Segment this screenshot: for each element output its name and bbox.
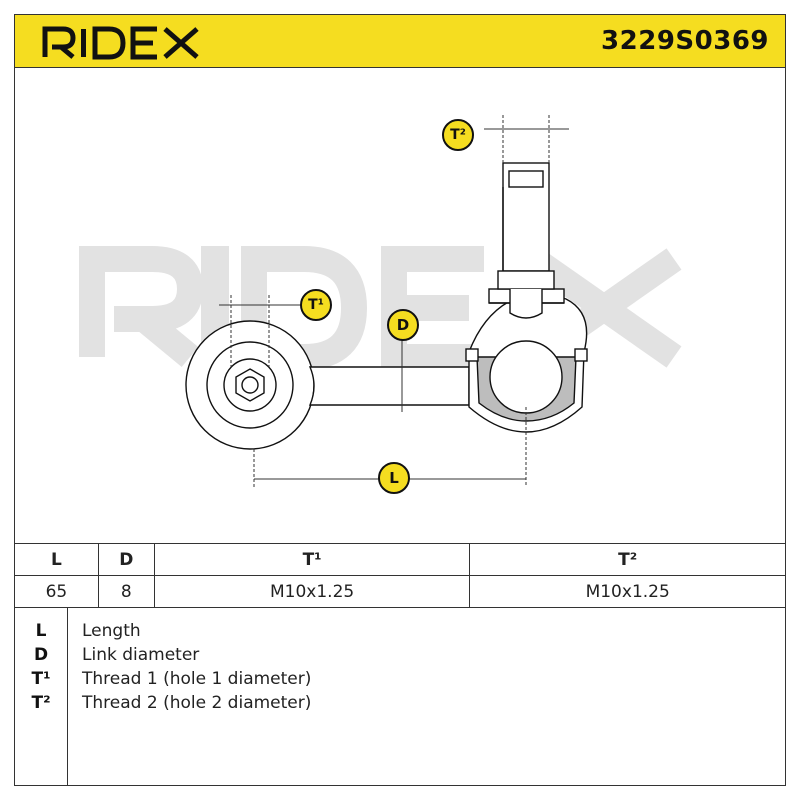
spec-header-row: L D T¹ T² bbox=[14, 543, 786, 576]
spec-value-d: 8 bbox=[97, 575, 155, 608]
legend-desc: Link diameter bbox=[82, 645, 200, 665]
spec-header-t1: T¹ bbox=[153, 543, 471, 576]
badge-t2: T² bbox=[442, 119, 474, 151]
part-number: 3229S0369 bbox=[601, 26, 769, 56]
legend-key: T¹ bbox=[31, 669, 51, 689]
legend-key: T² bbox=[31, 693, 51, 713]
spec-value-row: 65 8 M10x1.25 M10x1.25 bbox=[14, 575, 786, 608]
legend-desc: Length bbox=[82, 621, 141, 641]
legend-item: T¹ Thread 1 (hole 1 diameter) bbox=[14, 669, 786, 693]
badge-l: L bbox=[378, 462, 410, 494]
legend-divider bbox=[67, 607, 68, 786]
dimension-lines bbox=[219, 115, 569, 487]
legend-key: D bbox=[33, 645, 49, 665]
spec-value-t2: M10x1.25 bbox=[469, 575, 786, 608]
spec-value-t1: M10x1.25 bbox=[153, 575, 471, 608]
spec-header-t2: T² bbox=[469, 543, 786, 576]
spec-header-l: L bbox=[14, 543, 99, 576]
badge-d: D bbox=[387, 309, 419, 341]
legend-item: T² Thread 2 (hole 2 diameter) bbox=[14, 693, 786, 717]
link-rod bbox=[308, 366, 470, 406]
badge-t1: T¹ bbox=[300, 289, 332, 321]
legend-item: D Link diameter bbox=[14, 645, 786, 669]
spec-value-l: 65 bbox=[14, 575, 99, 608]
legend-desc: Thread 1 (hole 1 diameter) bbox=[82, 669, 312, 689]
threaded-stud bbox=[497, 162, 555, 319]
header-bar: 3229S0369 bbox=[14, 14, 786, 68]
left-eye bbox=[185, 320, 315, 450]
legend-desc: Thread 2 (hole 2 diameter) bbox=[82, 693, 312, 713]
ridex-logo bbox=[42, 26, 199, 60]
ball-joint bbox=[465, 288, 588, 433]
legend-item: L Length bbox=[14, 621, 786, 645]
spec-table: L D T¹ T² 65 8 M10x1.25 M10x1.25 bbox=[14, 543, 786, 608]
legend: L Length D Link diameter T¹ Thread 1 (ho… bbox=[14, 607, 786, 787]
technical-drawing bbox=[79, 115, 682, 487]
spec-header-d: D bbox=[97, 543, 155, 576]
watermark-logo bbox=[79, 246, 682, 370]
legend-key: L bbox=[35, 621, 47, 641]
